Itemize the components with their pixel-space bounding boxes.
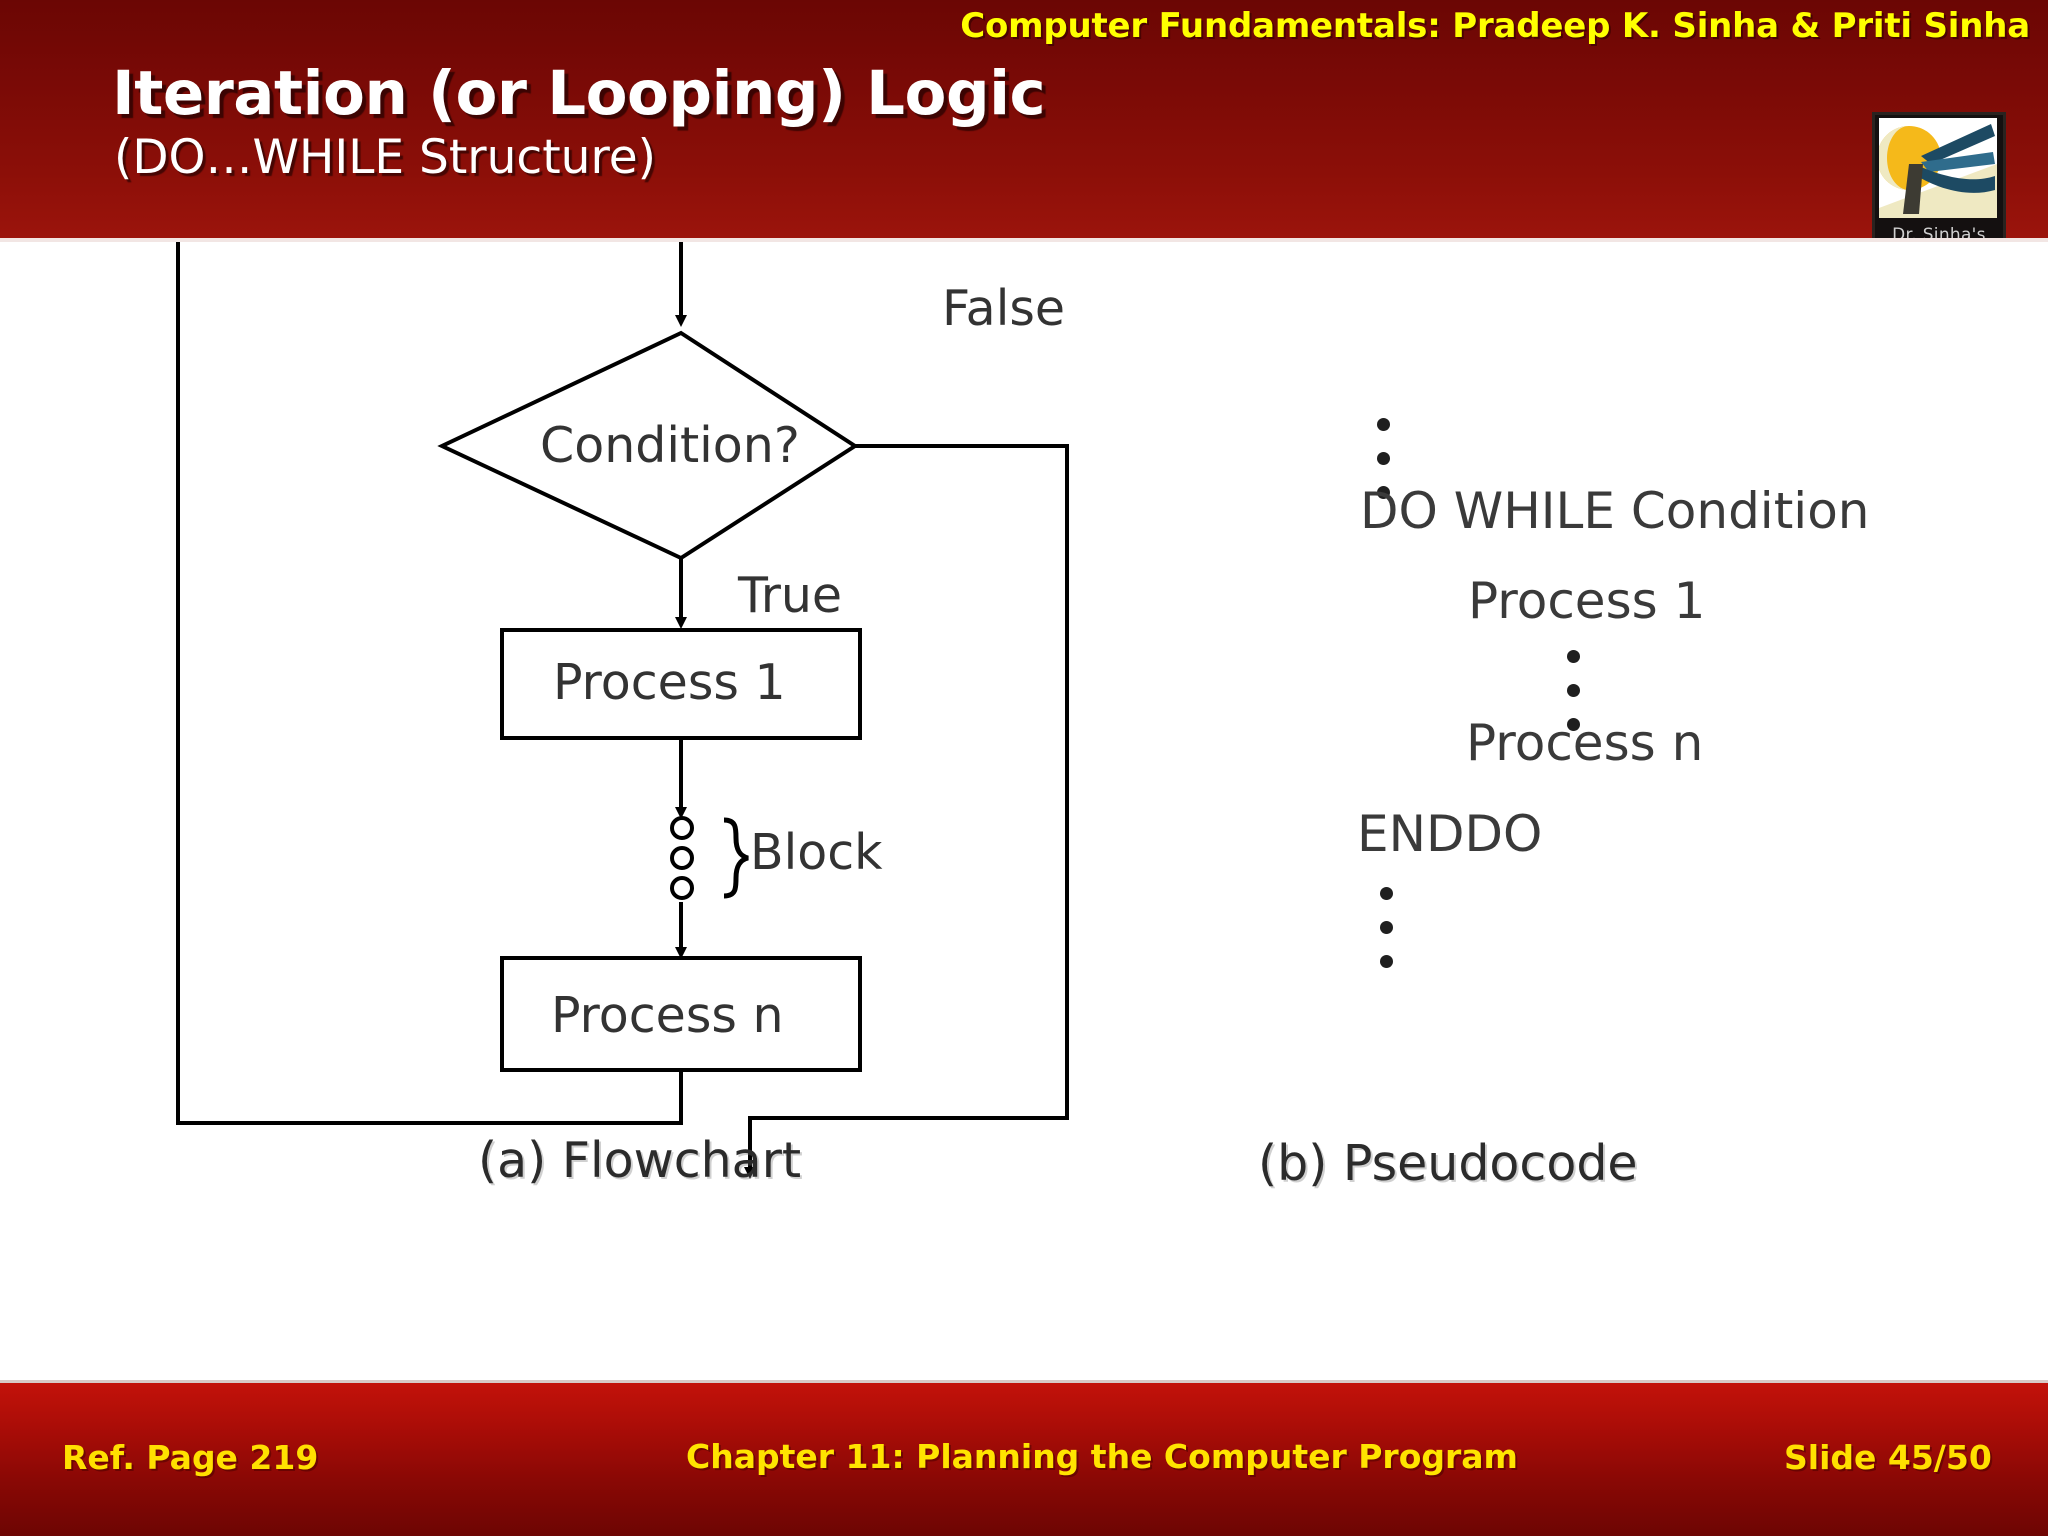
true-branch-label: True <box>738 567 843 624</box>
slide-number-text: Slide 45/50 <box>1784 1438 1992 1477</box>
decision-label: Condition? <box>540 417 800 474</box>
page-title: Iteration (or Looping) Logic <box>112 58 1046 129</box>
header-divider <box>0 238 2048 242</box>
slide-body: Condition? False True Process 1 Block Pr… <box>0 242 2048 1382</box>
block-label: Block <box>750 824 883 881</box>
process-first-label: Process 1 <box>553 654 786 711</box>
book-credit-text: Computer Fundamentals: Pradeep K. Sinha … <box>960 6 2030 46</box>
dr-sinhas-logo: Dr. Sinha's <box>1872 112 2006 240</box>
pseudocode-caption: (b) Pseudocode <box>1258 1135 1638 1192</box>
logo-caption: Dr. Sinha's <box>1892 225 1986 240</box>
pseudocode-line-do-while: DO WHILE Condition <box>1360 482 1870 540</box>
process-last-label: Process n <box>551 987 784 1044</box>
pseudocode-line-enddo: ENDDO <box>1357 805 1543 863</box>
ref-page-text: Ref. Page 219 <box>62 1438 319 1477</box>
ellipsis-top-icon <box>1377 418 1393 520</box>
false-branch-label: False <box>942 280 1066 337</box>
logo-artwork-icon <box>1879 118 1997 218</box>
slide-header: Computer Fundamentals: Pradeep K. Sinha … <box>0 0 2048 240</box>
chapter-text: Chapter 11: Planning the Computer Progra… <box>686 1437 1518 1476</box>
pseudocode-line-process-first: Process 1 <box>1468 572 1706 630</box>
slide-footer: Ref. Page 219 Chapter 11: Planning the C… <box>0 1383 2048 1536</box>
flowchart-caption: (a) Flowchart <box>478 1132 802 1189</box>
footer-divider <box>0 1380 2048 1383</box>
ellipsis-middle-icon <box>1567 650 1583 752</box>
flowchart-diagram <box>176 242 1069 1179</box>
pseudocode-line-process-last: Process n <box>1466 714 1704 772</box>
page-subtitle: (DO…WHILE Structure) <box>114 130 656 185</box>
ellipsis-bottom-icon <box>1380 887 1396 989</box>
